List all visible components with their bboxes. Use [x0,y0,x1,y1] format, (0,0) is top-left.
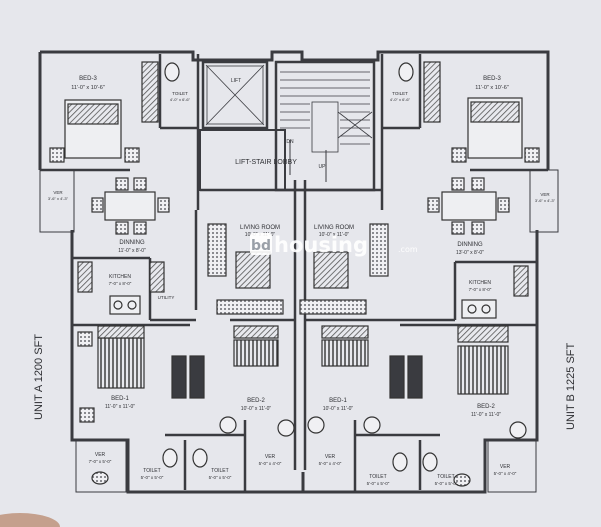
labels-right: BED-3 11'-0" x 10'-6" TOILET 4'-0" x 6'-… [314,76,556,486]
walls-right [303,54,548,492]
outer-walls [38,50,550,494]
ver-mid-size-r: 3'-6" x 4'-3" [535,198,556,203]
furniture-right [299,61,540,487]
finger [0,513,60,527]
toilet-b1-name-r: TOILET [369,474,386,480]
ver-mid-name: VER [53,190,63,195]
ver-bottom2-size: 5'-0" x 4'-0" [259,461,282,466]
watermark-prefix: bd [251,238,271,254]
watermark-dotcom: .com [398,245,418,254]
dinning-name: DINNING [119,240,145,246]
toilet-top-size-r: 4'-0" x 6'-6" [390,97,411,102]
bed3-name-r: BED-3 [483,76,501,82]
toilet-b1-name: TOILET [143,468,160,474]
toilet-b1-size-r: 5'-0" x 5'-0" [367,481,390,486]
bed1-name: BED-1 [111,396,129,402]
dinning-size: 11'-0" x 8'-0" [118,248,146,254]
railings [39,169,559,493]
labels-left: BED-3 11'-0" x 10'-6" TOILET 4'-0" x 6'-… [48,76,282,480]
ver-bottom2-size-r: 5'-0" x 4'-0" [494,471,517,476]
kitchen-size-r: 7'-0" x 8'-0" [469,287,492,292]
bed1-name-r: BED-1 [329,398,347,404]
utility-name: UTILITY [158,295,175,300]
stair-up-label: UP [319,164,327,170]
ver-mid-name-r: VER [540,192,550,197]
ver-bottom2-name: VER [265,454,276,460]
stair-dn-label: DN [286,139,294,145]
toilet-top-size: 4'-0" x 6'-6" [170,97,191,102]
toilet-b2-size-r: 5'-0" x 5'-0" [435,481,458,486]
bed3-name: BED-3 [79,76,97,82]
toilet-top-name-r: TOILET [392,91,408,96]
living-name-r: LIVING ROOM [314,225,354,231]
toilet-b2-name: TOILET [211,468,228,474]
watermark: bd housing .com [250,233,418,257]
bed3-size: 11'-0" x 10'-6" [71,85,104,91]
bed2-name-r: BED-2 [477,404,495,410]
toilet-b2-size: 5'-0" x 5'-0" [209,475,232,480]
living-size-r: 10'-0" x 11'-0" [319,232,350,238]
ver-bottom-size: 7'-0" x 5'-0" [89,459,112,464]
bed2-name: BED-2 [247,398,265,404]
lobby-label: LIFT-STAIR LOBBY [235,159,297,166]
bed3-size-r: 11'-0" x 10'-6" [475,85,508,91]
furniture-left [49,61,295,485]
ver-bottom-name-r: VER [325,454,336,460]
kitchen-name-r: KITCHEN [469,280,491,286]
unit-b-label: UNIT B 1225 SFT [565,343,577,430]
ver-bottom-size-r: 5'-0" x 4'-0" [319,461,342,466]
ver-bottom2-name-r: VER [500,464,511,470]
toilet-b2-name-r: TOILET [437,474,454,480]
unit-a-label: UNIT A 1200 SFT [33,334,45,420]
ver-bottom-name: VER [95,452,106,458]
ver-mid-size: 3'-6" x 4'-3" [48,196,69,201]
dinning-size-r: 13'-0" x 8'-0" [456,250,484,256]
kitchen-name: KITCHEN [109,274,131,280]
toilet-top-name: TOILET [172,91,188,96]
dinning-name-r: DINNING [457,242,483,248]
bed2-size: 10'-0" x 11'-0" [241,406,272,412]
toilet-b1-size: 5'-0" x 5'-0" [141,475,164,480]
bed1-size-r: 10'-0" x 11'-0" [323,406,354,412]
bed2-size-r: 11'-0" x 11'-0" [471,412,501,418]
watermark-suffix: housing [274,233,368,257]
kitchen-size: 7'-0" x 8'-0" [109,281,132,286]
core [199,60,382,192]
living-name: LIVING ROOM [240,225,280,231]
lift-label: LIFT [231,78,241,84]
bed1-size: 11'-0" x 11'-0" [105,404,135,410]
labels-core: LIFT LIFT-STAIR LOBBY DN UP [231,78,326,170]
